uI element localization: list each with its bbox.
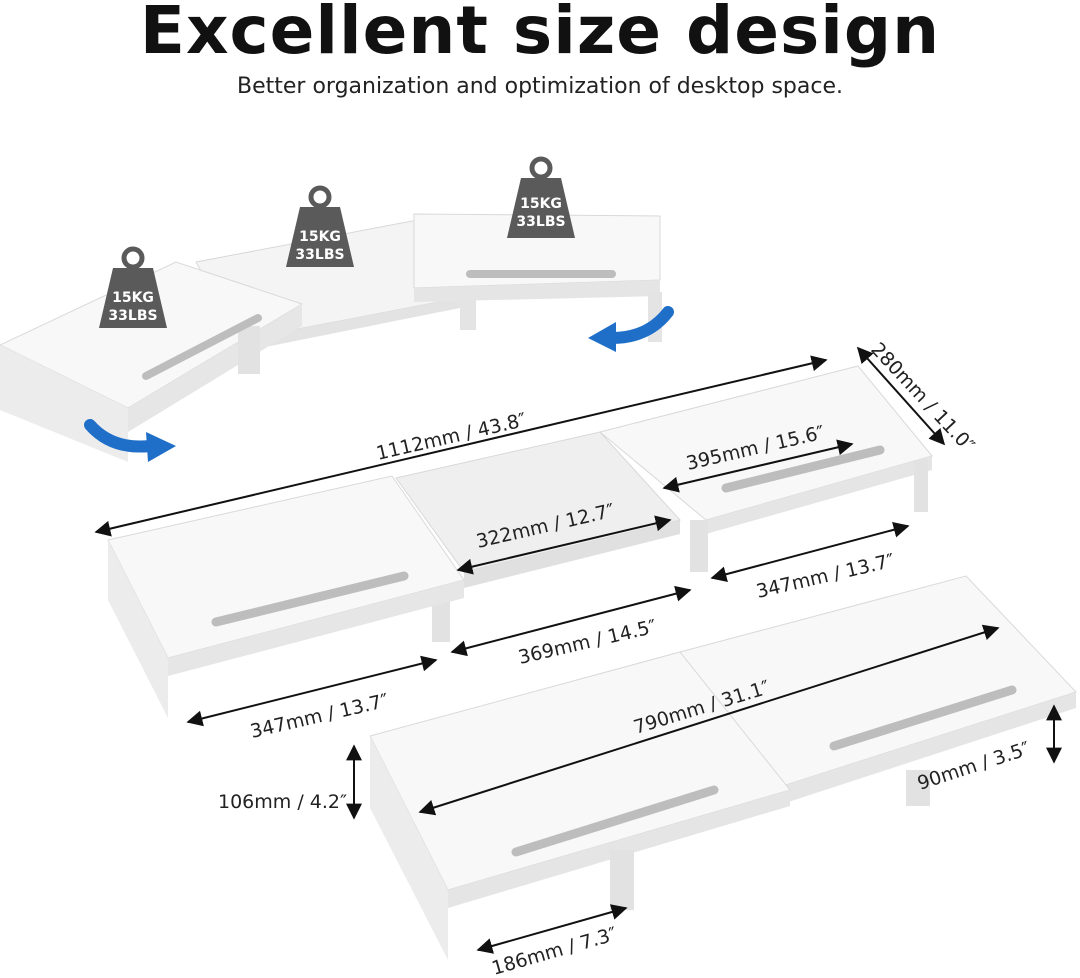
svg-text:15KG: 15KG — [112, 290, 154, 306]
weight-icon: 15KG 33LBS — [286, 185, 354, 267]
dim-line-total-length — [94, 355, 828, 537]
dim-label-height-total: 106mm / 4.2″ — [218, 791, 347, 813]
dim-line-leg-gap — [476, 904, 628, 954]
dim-label-right-bottom: 347mm / 13.7″ — [754, 550, 897, 603]
dim-label-left-bottom: 347mm / 13.7″ — [248, 690, 391, 743]
rotate-arrow-right-icon — [606, 306, 674, 344]
dim-line-left-bottom — [186, 655, 438, 727]
svg-text:15KG: 15KG — [299, 229, 341, 245]
svg-text:33LBS: 33LBS — [108, 308, 157, 324]
dim-line-middle-top — [456, 515, 672, 575]
dim-line-right-top — [662, 439, 854, 493]
weight-icon: 15KG 33LBS — [99, 246, 167, 328]
svg-text:33LBS: 33LBS — [516, 214, 565, 230]
weight-icon: 15KG 33LBS — [507, 156, 575, 238]
dim-line-depth — [856, 346, 946, 446]
dim-line-folded-length — [418, 624, 1000, 816]
svg-text:33LBS: 33LBS — [295, 247, 344, 263]
svg-text:15KG: 15KG — [520, 196, 562, 212]
dim-label-middle-bottom: 369mm / 14.5″ — [516, 616, 659, 669]
page-title: Excellent size design — [139, 0, 941, 69]
dim-label-leg-gap: 186mm / 7.3″ — [489, 923, 619, 978]
page-subtitle: Better organization and optimization of … — [237, 74, 843, 99]
dim-line-right-bottom — [710, 521, 910, 583]
